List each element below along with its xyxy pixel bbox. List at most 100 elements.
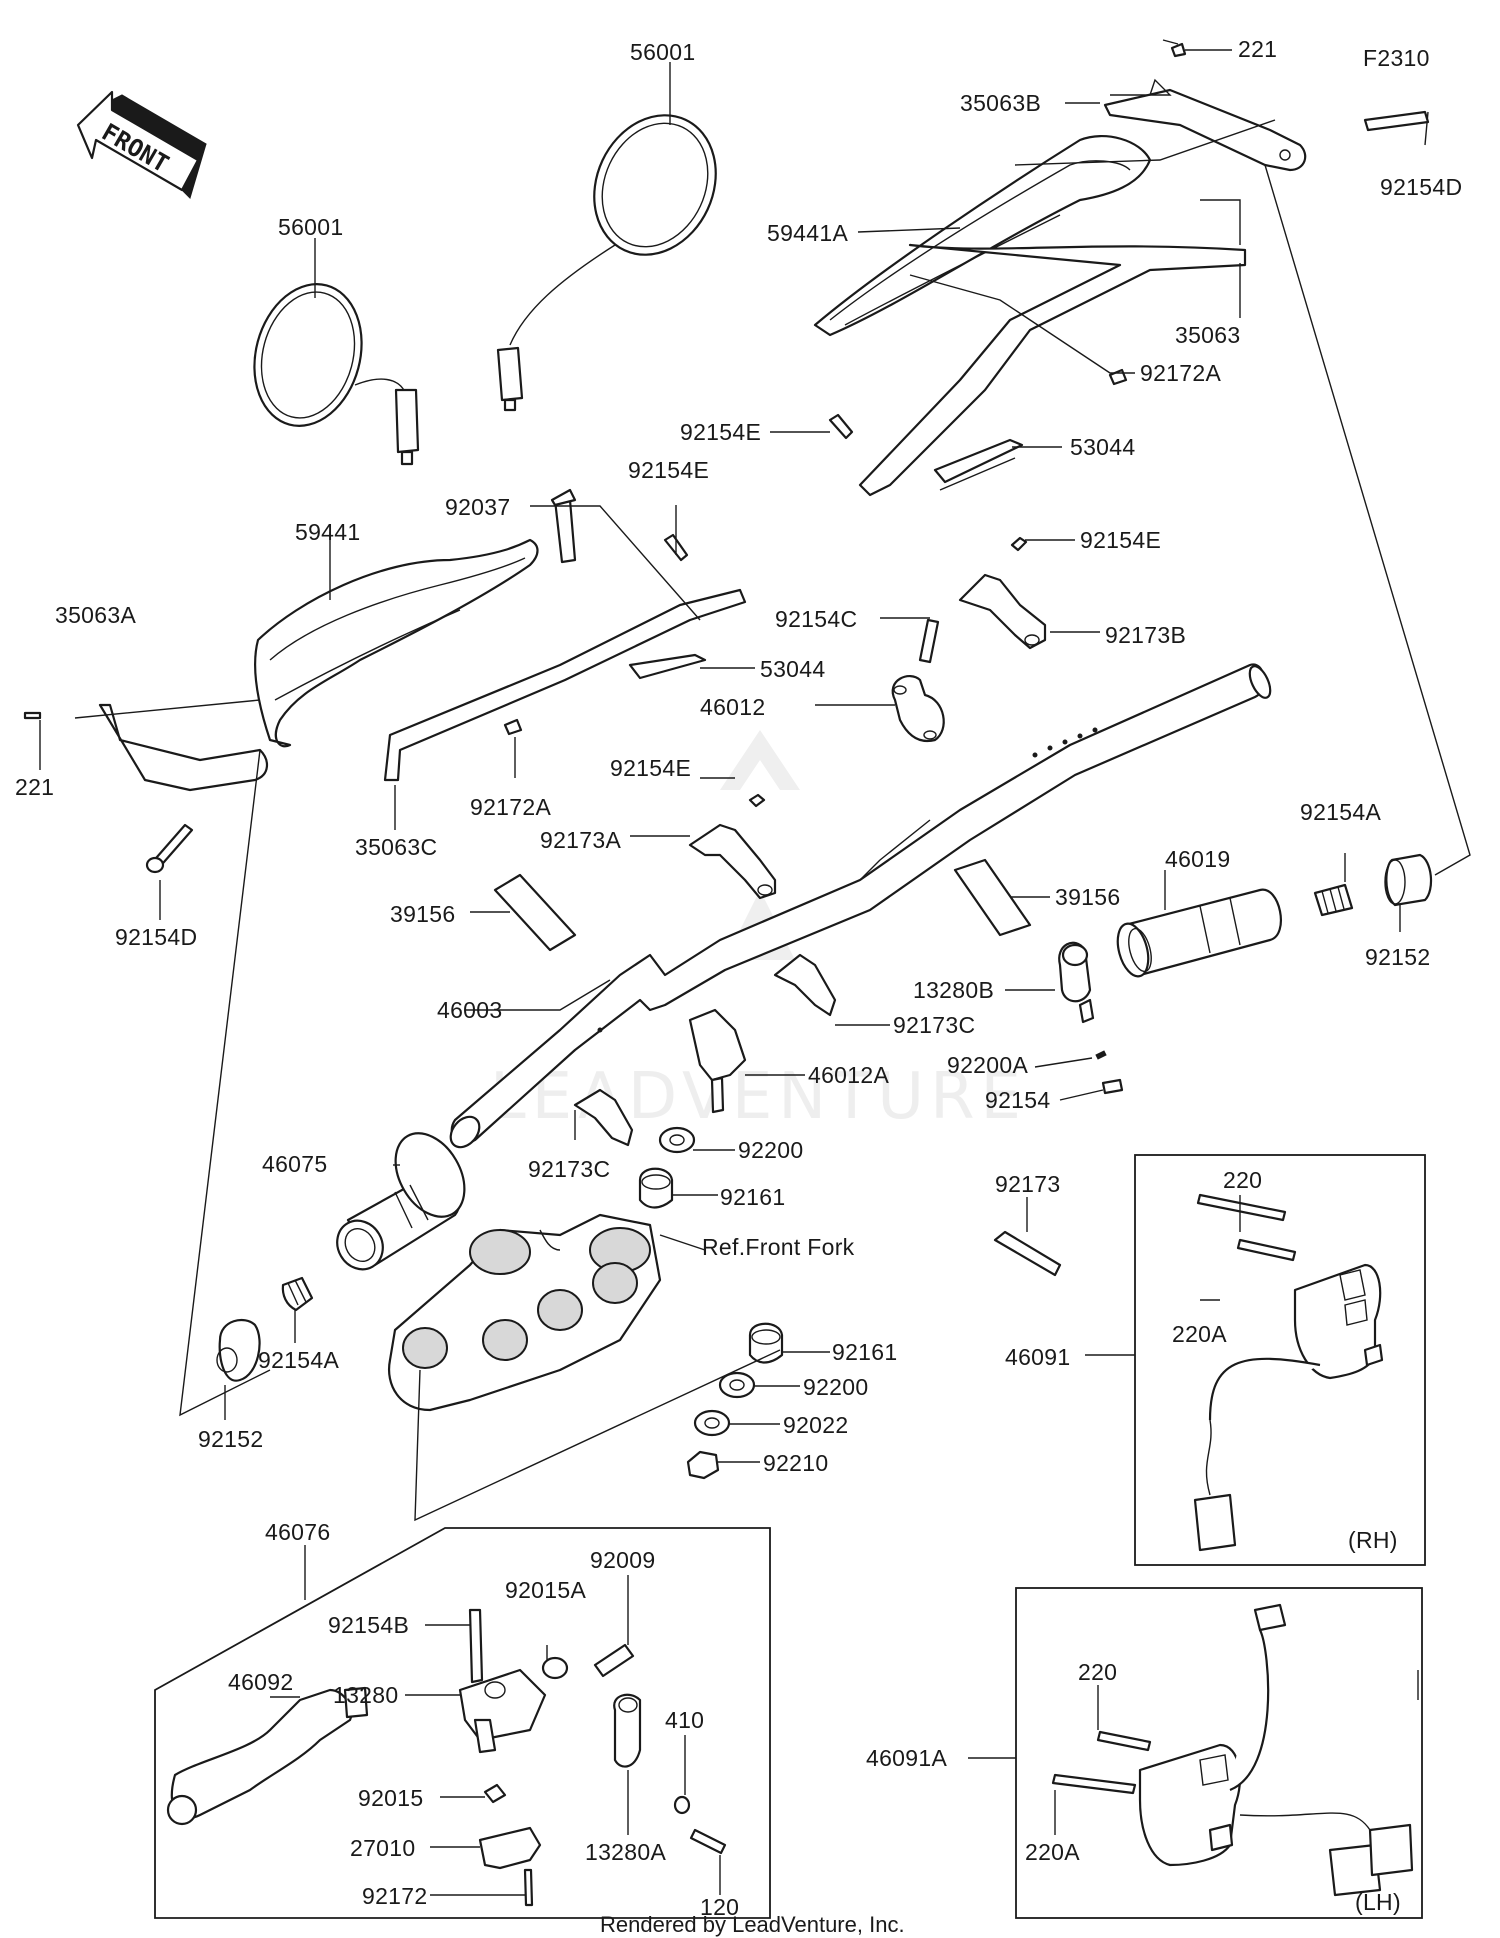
rh-switch-box — [1134, 1154, 1426, 1566]
screw-92172A-left — [503, 718, 523, 736]
plug-wire-rh — [1205, 1419, 1212, 1496]
bar-end-right — [1313, 883, 1354, 917]
front-arrow-icon: FRONT — [76, 90, 207, 199]
grip-right — [1116, 888, 1282, 978]
screw-220A-lh — [1051, 1773, 1137, 1795]
mirror-left — [253, 283, 420, 466]
label-92154E: 92154E — [628, 457, 709, 483]
label-92172A: 92172A — [1140, 360, 1221, 386]
brake-lever — [166, 1686, 369, 1826]
clamp-92173C-upper — [773, 953, 837, 1017]
cable-rh — [1208, 1357, 1321, 1421]
label-92154B: 92154B — [328, 1612, 409, 1638]
handguard-right — [813, 88, 1307, 497]
label-92173C: 92173C — [528, 1156, 610, 1182]
bolt-92154E-a — [828, 413, 854, 440]
bolt-head-92154D-left — [145, 856, 165, 874]
damper-92161-upper — [638, 1167, 674, 1209]
label-35063A: 35063A — [55, 602, 136, 628]
screw-221-top — [1170, 42, 1187, 58]
label-35063C: 35063C — [355, 834, 437, 860]
clamp-92173B — [958, 573, 1047, 650]
mirror-holder-13280A — [613, 1693, 642, 1768]
handlebar — [449, 663, 1272, 1149]
label-46091A: 46091A — [866, 1745, 947, 1771]
pin-92173 — [993, 1230, 1062, 1277]
holder-46012 — [891, 674, 945, 743]
handguard-left — [98, 488, 747, 792]
clamp-92173C-lower — [573, 1088, 634, 1147]
label-13280: 13280 — [333, 1682, 398, 1708]
sticker-39156-left — [493, 873, 577, 952]
label-220A: 220A — [1172, 1321, 1227, 1347]
label-lh: (LH) — [1355, 1889, 1401, 1915]
spring-92200A — [1095, 1050, 1107, 1060]
connector-lh-top — [1253, 1603, 1287, 1632]
weight-left — [216, 1318, 261, 1382]
lh-switch-box — [1015, 1587, 1423, 1919]
label-92009: 92009 — [590, 1547, 655, 1573]
label-35063: 35063 — [1175, 322, 1240, 348]
leader-lines — [39, 39, 1471, 1896]
label-92152: 92152 — [198, 1426, 263, 1452]
label-92152: 92152 — [1365, 944, 1430, 970]
switch-housing-lh — [1138, 1743, 1242, 1867]
lever-assembly-box — [154, 1527, 771, 1919]
label-92154C: 92154C — [775, 606, 857, 632]
screw-220-lh — [1096, 1730, 1152, 1752]
label-39156: 39156 — [390, 901, 455, 927]
label-39156: 39156 — [1055, 884, 1120, 910]
bolt-92154D-right — [1363, 110, 1430, 132]
clamp-92173A — [688, 823, 777, 900]
label-35063B: 35063B — [960, 90, 1041, 116]
label-220: 220 — [1223, 1167, 1262, 1193]
washer-92015A — [541, 1656, 569, 1680]
label-53044: 53044 — [760, 656, 825, 682]
label-221: 221 — [15, 774, 54, 800]
label-92154E: 92154E — [610, 755, 691, 781]
upper-triple-clamp — [387, 1213, 662, 1412]
nut-92015 — [483, 1783, 507, 1804]
washer-92022 — [693, 1409, 731, 1437]
sticker-39156-right — [953, 858, 1032, 937]
bar-end-left — [281, 1276, 314, 1312]
cable-lh — [1229, 1629, 1270, 1792]
screw-92172 — [523, 1868, 534, 1907]
label-59441: 59441 — [295, 519, 360, 545]
washer-92200-upper — [658, 1126, 696, 1154]
label-220A: 220A — [1025, 1839, 1080, 1865]
bolt-92154E-lower — [748, 793, 766, 808]
label-46012A: 46012A — [808, 1062, 889, 1088]
label-27010: 27010 — [350, 1835, 415, 1861]
label-220: 220 — [1078, 1659, 1117, 1685]
label-92037: 92037 — [445, 494, 510, 520]
footer-credit: Rendered by LeadVenture, Inc. — [600, 1912, 905, 1937]
label-92172: 92172 — [362, 1883, 427, 1909]
label-92173: 92173 — [995, 1171, 1060, 1197]
label-92154E: 92154E — [680, 419, 761, 445]
master-cylinder — [458, 1668, 547, 1754]
label-56001: 56001 — [278, 214, 343, 240]
label-92154E: 92154E — [1080, 527, 1161, 553]
screw-220A-rh — [1196, 1193, 1287, 1222]
label-46019: 46019 — [1165, 846, 1230, 872]
weight-right — [1384, 853, 1433, 907]
grip-left — [336, 1132, 466, 1271]
plug-rh — [1193, 1493, 1237, 1552]
label-56001: 56001 — [630, 39, 695, 65]
mirror-right — [496, 114, 717, 412]
label-92154A: 92154A — [1300, 799, 1381, 825]
label-13280A: 13280A — [585, 1839, 666, 1865]
bolt-92154B — [468, 1608, 484, 1684]
label-46076: 46076 — [265, 1519, 330, 1545]
label-92154D: 92154D — [1380, 174, 1462, 200]
holder-46012A — [688, 1008, 747, 1114]
screw-220-rh — [1236, 1238, 1297, 1262]
diagram-code: F2310 — [1363, 45, 1430, 71]
label-59441A: 59441A — [767, 220, 848, 246]
screw-221-left — [23, 711, 42, 720]
label-92173A: 92173A — [540, 827, 621, 853]
label-13280B: 13280B — [913, 977, 994, 1003]
label-ref-front-fork: Ref.Front Fork — [702, 1234, 855, 1260]
